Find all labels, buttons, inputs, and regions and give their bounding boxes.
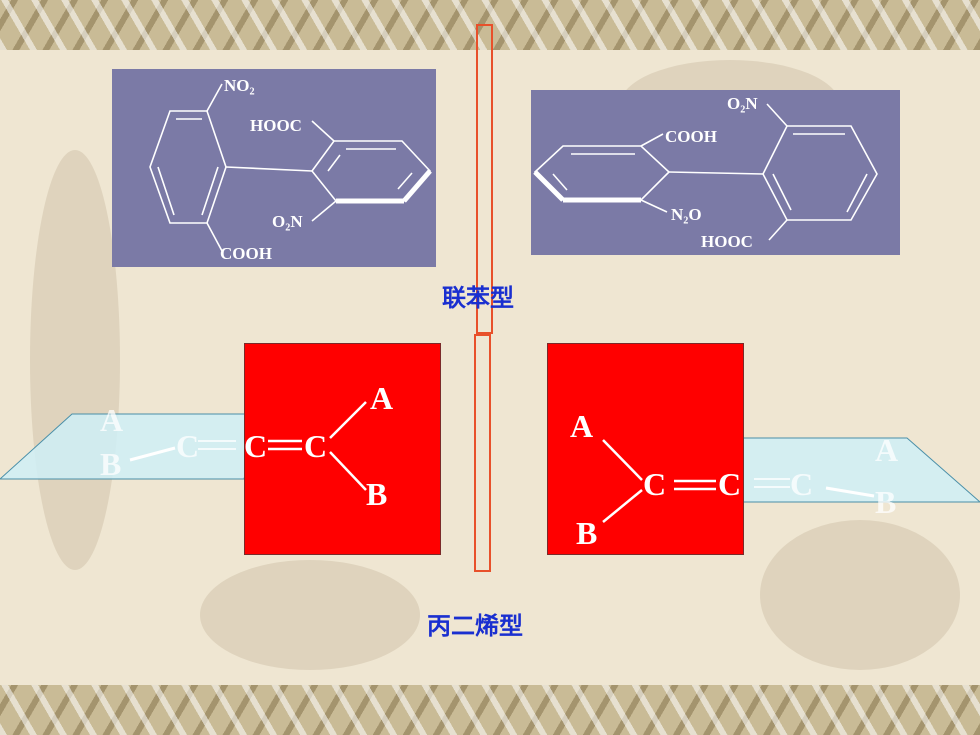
biphenyl-link-bond — [225, 166, 313, 172]
background-brush-stroke — [760, 520, 960, 670]
ring-inner-bond — [552, 173, 568, 191]
label-cooh: COOH — [220, 244, 272, 263]
bond-cooh — [206, 222, 223, 252]
label-hooc: HOOC — [250, 116, 302, 135]
biphenyl-left-svg: NO₂ HOOC O₂N COOH — [149, 76, 432, 263]
atom-a: A — [370, 380, 394, 416]
background-brush-stroke — [200, 560, 420, 670]
ring-inner-bond — [397, 172, 413, 190]
ring-front-edge — [402, 169, 432, 203]
ring-inner-bond — [201, 166, 219, 216]
bond-b — [329, 451, 367, 491]
atom-ghost-c: C — [176, 428, 200, 464]
label-no2: NO₂ — [224, 76, 255, 95]
label-cooh: COOH — [665, 127, 717, 146]
ring-inner-bond — [846, 173, 868, 213]
bond-no2 — [206, 83, 223, 112]
ring-inner-bond — [327, 154, 341, 172]
bond-o2n — [311, 200, 337, 222]
bond-a — [329, 401, 367, 439]
atom-b: B — [366, 476, 388, 512]
atom-ghost-b: B — [875, 484, 897, 520]
bond-o2n — [766, 103, 788, 127]
bottom-border-band — [0, 685, 980, 735]
atom-b: B — [576, 515, 598, 551]
bond-hooc — [311, 120, 335, 142]
label-o2n: O₂N — [727, 94, 758, 113]
bond-hooc — [768, 219, 788, 241]
caption-allene-type: 丙二烯型 — [427, 612, 523, 640]
ghost-bond-b — [825, 486, 875, 498]
atom-c-right: C — [304, 428, 328, 464]
caption-biphenyl-type: 联苯型 — [442, 284, 514, 312]
atom-ghost-b: B — [100, 446, 122, 482]
ghost-bond-b — [129, 446, 176, 462]
bond-cooh — [640, 133, 664, 147]
vertical-divider-top — [476, 24, 493, 334]
atom-c-middle: C — [244, 428, 268, 464]
background-brush-stroke — [30, 150, 120, 570]
atom-ghost-c: C — [790, 466, 814, 502]
atom-ghost-a: A — [875, 432, 899, 468]
bond-b — [602, 489, 643, 523]
label-o2n: O₂N — [272, 212, 303, 231]
atom-c-middle: C — [718, 466, 742, 502]
ring-inner-bond — [157, 166, 175, 216]
allene-right-red-box — [547, 343, 744, 555]
atom-a: A — [570, 408, 594, 444]
biphenyl-left-structure: NO₂ HOOC O₂N COOH — [112, 69, 436, 267]
atom-ghost-a: A — [100, 402, 124, 438]
biphenyl-link-bond — [668, 171, 764, 175]
bond-a — [602, 439, 643, 481]
biphenyl-right-svg: O₂N COOH N₂O HOOC — [533, 94, 878, 251]
label-hooc: HOOC — [701, 232, 753, 251]
ring-inner-bond — [772, 173, 792, 211]
ring-front-edge — [533, 170, 565, 202]
vertical-divider-bottom — [474, 334, 491, 572]
biphenyl-right-structure: O₂N COOH N₂O HOOC — [531, 90, 900, 255]
atom-c-left: C — [643, 466, 667, 502]
label-n2o: N₂O — [671, 205, 702, 224]
bond-n2o — [640, 199, 668, 213]
